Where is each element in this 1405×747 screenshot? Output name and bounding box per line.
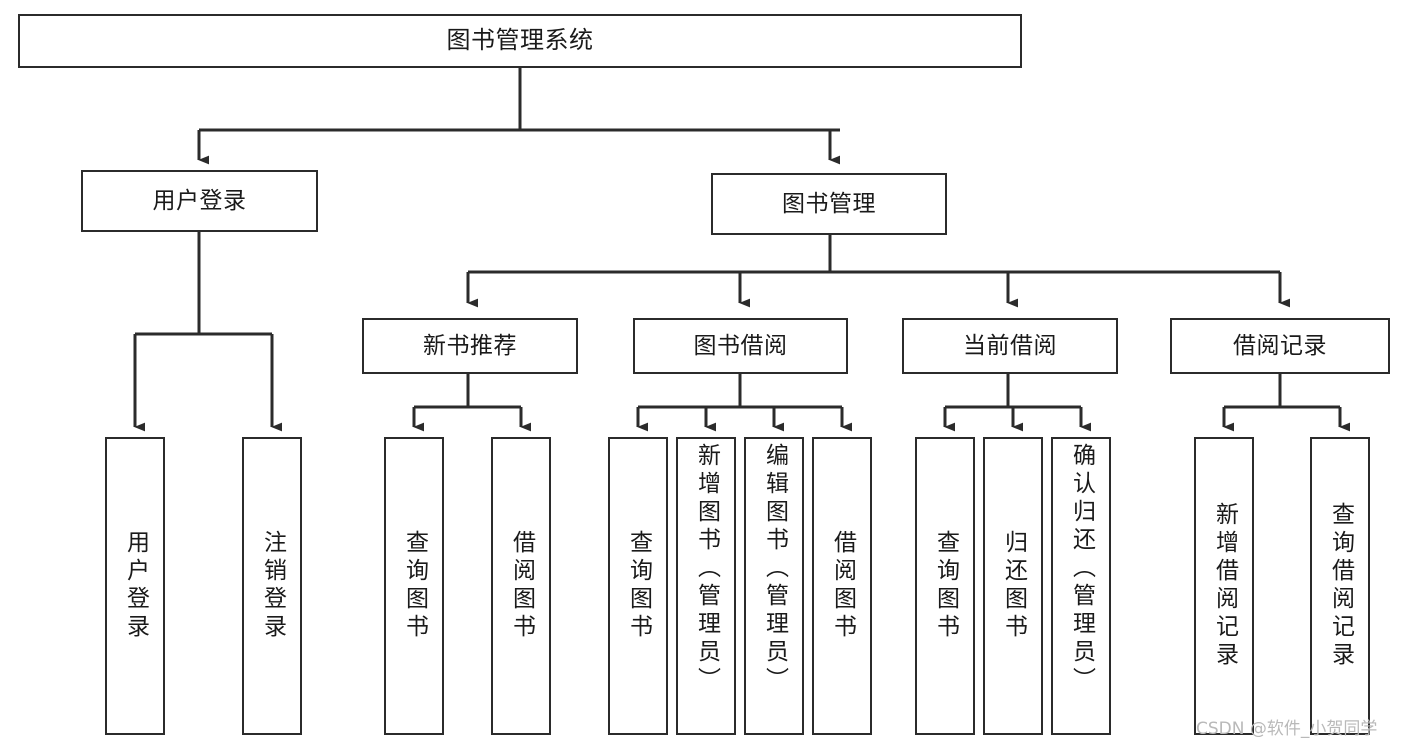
node-leaf-query-book-borrow[interactable]: 查询图书 xyxy=(608,437,668,735)
node-leaf-user-logout-label: 注销登录 xyxy=(259,530,286,642)
node-new-book-recommend[interactable]: 新书推荐 xyxy=(362,318,578,374)
node-book-borrow-label: 图书借阅 xyxy=(693,332,788,359)
node-leaf-confirm-return[interactable]: 确认归还（管理员） xyxy=(1051,437,1111,735)
node-leaf-add-book-label: 新增图书（管理员） xyxy=(693,443,720,695)
node-leaf-borrow-book[interactable]: 借阅图书 xyxy=(812,437,872,735)
node-leaf-return-book[interactable]: 归还图书 xyxy=(983,437,1043,735)
node-current-borrow-label: 当前借阅 xyxy=(963,332,1057,359)
node-leaf-query-book-rec[interactable]: 查询图书 xyxy=(384,437,444,735)
node-leaf-confirm-return-label: 确认归还（管理员） xyxy=(1068,443,1095,695)
node-leaf-borrow-book-label: 借阅图书 xyxy=(829,530,856,642)
node-leaf-edit-book-label: 编辑图书（管理员） xyxy=(761,443,788,695)
node-root-label: 图书管理系统 xyxy=(446,26,594,55)
node-leaf-query-book-current[interactable]: 查询图书 xyxy=(915,437,975,735)
node-leaf-user-login[interactable]: 用户登录 xyxy=(105,437,165,735)
node-user-login-label: 用户登录 xyxy=(152,187,247,214)
node-leaf-borrow-book-rec-label: 借阅图书 xyxy=(508,530,535,642)
node-leaf-borrow-book-rec[interactable]: 借阅图书 xyxy=(491,437,551,735)
node-leaf-edit-book[interactable]: 编辑图书（管理员） xyxy=(744,437,804,735)
node-leaf-user-logout[interactable]: 注销登录 xyxy=(242,437,302,735)
node-leaf-add-record-label: 新增借阅记录 xyxy=(1211,502,1238,670)
node-book-manage[interactable]: 图书管理 xyxy=(711,173,947,235)
node-root[interactable]: 图书管理系统 xyxy=(18,14,1022,68)
node-leaf-return-book-label: 归还图书 xyxy=(1000,530,1027,642)
node-leaf-user-login-label: 用户登录 xyxy=(122,530,149,642)
node-leaf-add-book[interactable]: 新增图书（管理员） xyxy=(676,437,736,735)
node-leaf-add-record[interactable]: 新增借阅记录 xyxy=(1194,437,1254,735)
node-current-borrow[interactable]: 当前借阅 xyxy=(902,318,1118,374)
node-leaf-query-record-label: 查询借阅记录 xyxy=(1327,502,1354,670)
node-borrow-record-label: 借阅记录 xyxy=(1233,332,1327,359)
node-leaf-query-book-borrow-label: 查询图书 xyxy=(625,530,652,642)
node-user-login[interactable]: 用户登录 xyxy=(81,170,318,232)
node-book-borrow[interactable]: 图书借阅 xyxy=(633,318,848,374)
node-new-book-recommend-label: 新书推荐 xyxy=(423,332,517,359)
node-leaf-query-book-current-label: 查询图书 xyxy=(932,530,959,642)
node-leaf-query-book-rec-label: 查询图书 xyxy=(401,530,428,642)
node-borrow-record[interactable]: 借阅记录 xyxy=(1170,318,1390,374)
node-book-manage-label: 图书管理 xyxy=(782,190,876,217)
node-leaf-query-record[interactable]: 查询借阅记录 xyxy=(1310,437,1370,735)
